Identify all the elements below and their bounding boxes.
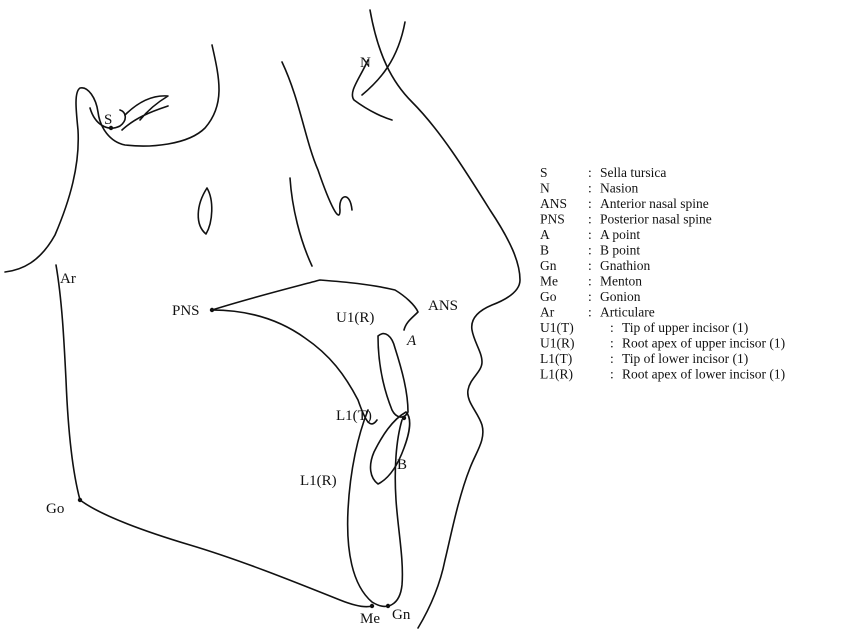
legend-abbr: Gn [540,258,557,273]
label-S: S [104,112,112,128]
legend-separator: : [610,367,614,382]
upper-incisor-outline [378,334,408,417]
menton-dot [370,604,374,608]
label-Gn: Gn [392,607,411,623]
legend-separator: : [588,243,592,258]
legend-description: Anterior nasal spine [600,196,709,211]
legend-separator: : [588,181,592,196]
label-ANS: ANS [428,298,458,314]
palate-lower [212,310,377,424]
incisor-tip-dot [402,416,406,420]
label-N: N [360,55,371,71]
legend-abbr: L1(R) [540,367,573,382]
legend-description: Nasion [600,181,638,196]
legend-separator: : [610,351,614,366]
legend-abbr: L1(T) [540,351,572,366]
gnathion-dot [386,604,390,608]
legend-abbr: N [540,181,550,196]
mandible-outline [56,265,372,607]
legend-description: Menton [600,274,642,289]
pterygomaxillary-fissure [198,188,212,234]
legend-abbr: S [540,165,548,180]
legend-abbr: A [540,227,550,242]
legend-separator: : [588,258,592,273]
legend-description: B point [600,243,640,258]
lower-incisor-outline [371,412,410,484]
label-PNS: PNS [172,303,200,319]
label-A: A [406,333,417,349]
label-B: B [397,457,407,473]
legend-separator: : [588,274,592,289]
legend-description: Tip of upper incisor (1) [622,320,748,335]
legend-abbr: U1(R) [540,336,575,351]
legend-abbr: U1(T) [540,320,574,335]
label-L1R: L1(R) [300,473,337,489]
pns-dot [210,308,214,312]
legend-separator: : [588,196,592,211]
legend-abbr: PNS [540,212,565,227]
clinoid-process [122,96,168,130]
symphysis-outline [348,410,403,606]
label-L1T: L1(T) [336,408,372,424]
legend-description: Root apex of upper incisor (1) [622,336,785,351]
legend-description: A point [600,227,640,242]
legend-description: Root apex of lower incisor (1) [622,367,785,382]
legend-description: Posterior nasal spine [600,212,712,227]
legend-separator: : [610,336,614,351]
label-Ar: Ar [60,271,76,287]
legend-separator: : [588,165,592,180]
legend-abbr: Me [540,274,558,289]
legend-description: Gnathion [600,258,650,273]
legend-description: Gonion [600,289,641,304]
legend-abbr: Go [540,289,557,304]
label-Go: Go [46,501,64,517]
cranial-base-outline [5,45,219,272]
orbit-line-1 [290,178,312,266]
legend-description: Articulare [600,305,655,320]
legend-abbr: ANS [540,196,567,211]
legend-abbr: Ar [540,305,555,320]
palatal-plane [212,280,418,330]
legend-separator: : [610,320,614,335]
orbit-line-2 [282,62,352,215]
legend-description: Tip of lower incisor (1) [622,351,748,366]
label-U1R: U1(R) [336,310,374,326]
legend-abbr: B [540,243,549,258]
legend-separator: : [588,305,592,320]
legend-separator: : [588,227,592,242]
legend-separator: : [588,212,592,227]
label-Me: Me [360,611,380,627]
gonion-dot [78,498,82,502]
legend-description: Sella tursica [600,165,666,180]
legend-separator: : [588,289,592,304]
soft-tissue-profile [370,10,520,628]
